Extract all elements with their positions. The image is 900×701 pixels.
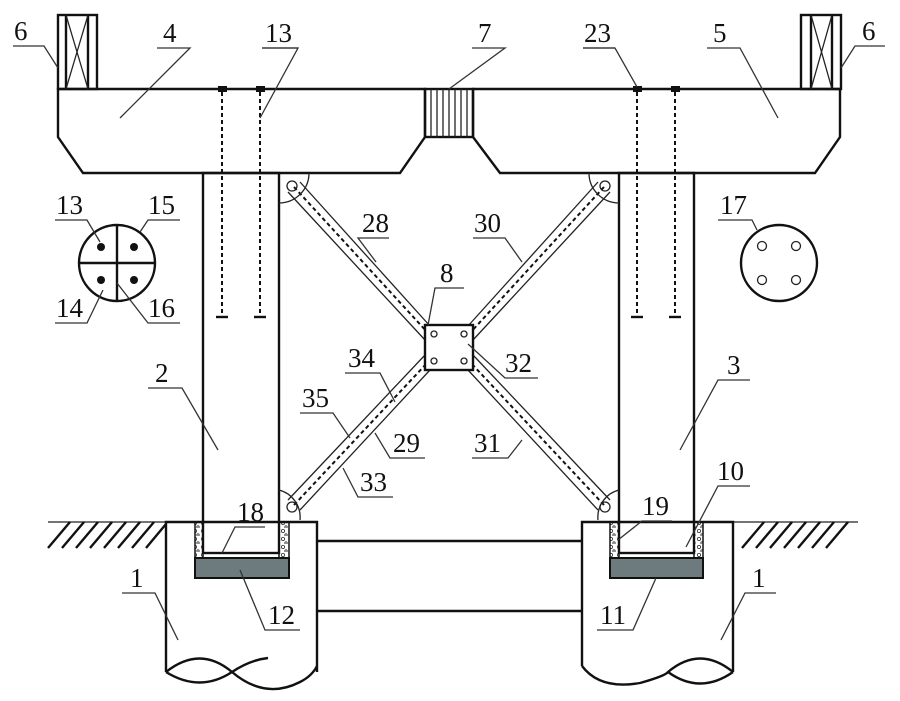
cap-beam-right xyxy=(471,87,842,175)
label-plate-right: 11 xyxy=(600,600,626,630)
label-plate-left: 12 xyxy=(268,600,295,630)
label-pile-left: 1 xyxy=(130,563,144,593)
label-guard-left: 6 xyxy=(14,16,28,46)
prestress-bars-left xyxy=(216,86,266,319)
label-pile-right: 1 xyxy=(752,563,766,593)
guardrail-left xyxy=(56,13,99,91)
label-brace-30: 30 xyxy=(474,208,501,238)
cap-beam-left xyxy=(56,87,427,175)
guardrail-right xyxy=(799,13,843,91)
label-seal-left: 18 xyxy=(237,497,264,527)
label-column-left: 2 xyxy=(155,358,169,388)
label-brace-29: 29 xyxy=(393,428,420,458)
label-joint: 7 xyxy=(478,18,492,48)
socket-right xyxy=(609,521,704,579)
section-circle-quartered xyxy=(77,223,157,303)
hinge-bottom-left xyxy=(278,489,301,521)
label-column-right: 3 xyxy=(727,350,741,380)
label-brace-34: 34 xyxy=(348,343,376,373)
pile-left xyxy=(164,520,319,691)
label-brace-33: 33 xyxy=(360,467,387,497)
tie-beam xyxy=(317,539,582,613)
pile-right xyxy=(580,520,735,686)
label-seal-right: 19 xyxy=(642,491,669,521)
label-anchor-top: 23 xyxy=(584,18,611,48)
label-center-plate: 8 xyxy=(440,258,454,288)
base-plate-right xyxy=(609,557,704,579)
ground-left xyxy=(47,521,167,549)
center-gusset-plate xyxy=(423,323,475,372)
label-section-17: 17 xyxy=(720,190,747,220)
brace-upper-right xyxy=(467,181,611,341)
label-section-13: 13 xyxy=(56,190,83,220)
label-beam-right: 5 xyxy=(713,18,727,48)
label-brace-28: 28 xyxy=(362,208,389,238)
brace-lower-left xyxy=(287,354,431,511)
label-beam-left: 4 xyxy=(163,18,177,48)
label-brace-31: 31 xyxy=(474,428,501,458)
wet-joint xyxy=(423,87,475,139)
brace-lower-right xyxy=(467,354,611,511)
socket-left xyxy=(194,521,290,579)
section-circle-holes xyxy=(739,223,819,303)
label-guard-right: 6 xyxy=(862,16,876,46)
hinge-top-left xyxy=(278,172,310,204)
label-grout-right: 10 xyxy=(717,456,744,486)
hinge-top-right xyxy=(588,172,620,204)
label-section-14: 14 xyxy=(56,293,84,323)
column-left xyxy=(201,171,281,555)
base-plate-left xyxy=(194,557,290,579)
hinge-bottom-right xyxy=(597,489,620,521)
label-section-16: 16 xyxy=(148,293,175,323)
prestress-bars-right xyxy=(631,86,681,319)
ground-right xyxy=(733,521,858,549)
brace-upper-left xyxy=(287,181,431,341)
label-brace-32: 32 xyxy=(505,348,532,378)
leader-lines xyxy=(13,45,885,641)
label-bar-top: 13 xyxy=(265,18,292,48)
label-section-15: 15 xyxy=(148,190,175,220)
label-brace-35: 35 xyxy=(302,383,329,413)
